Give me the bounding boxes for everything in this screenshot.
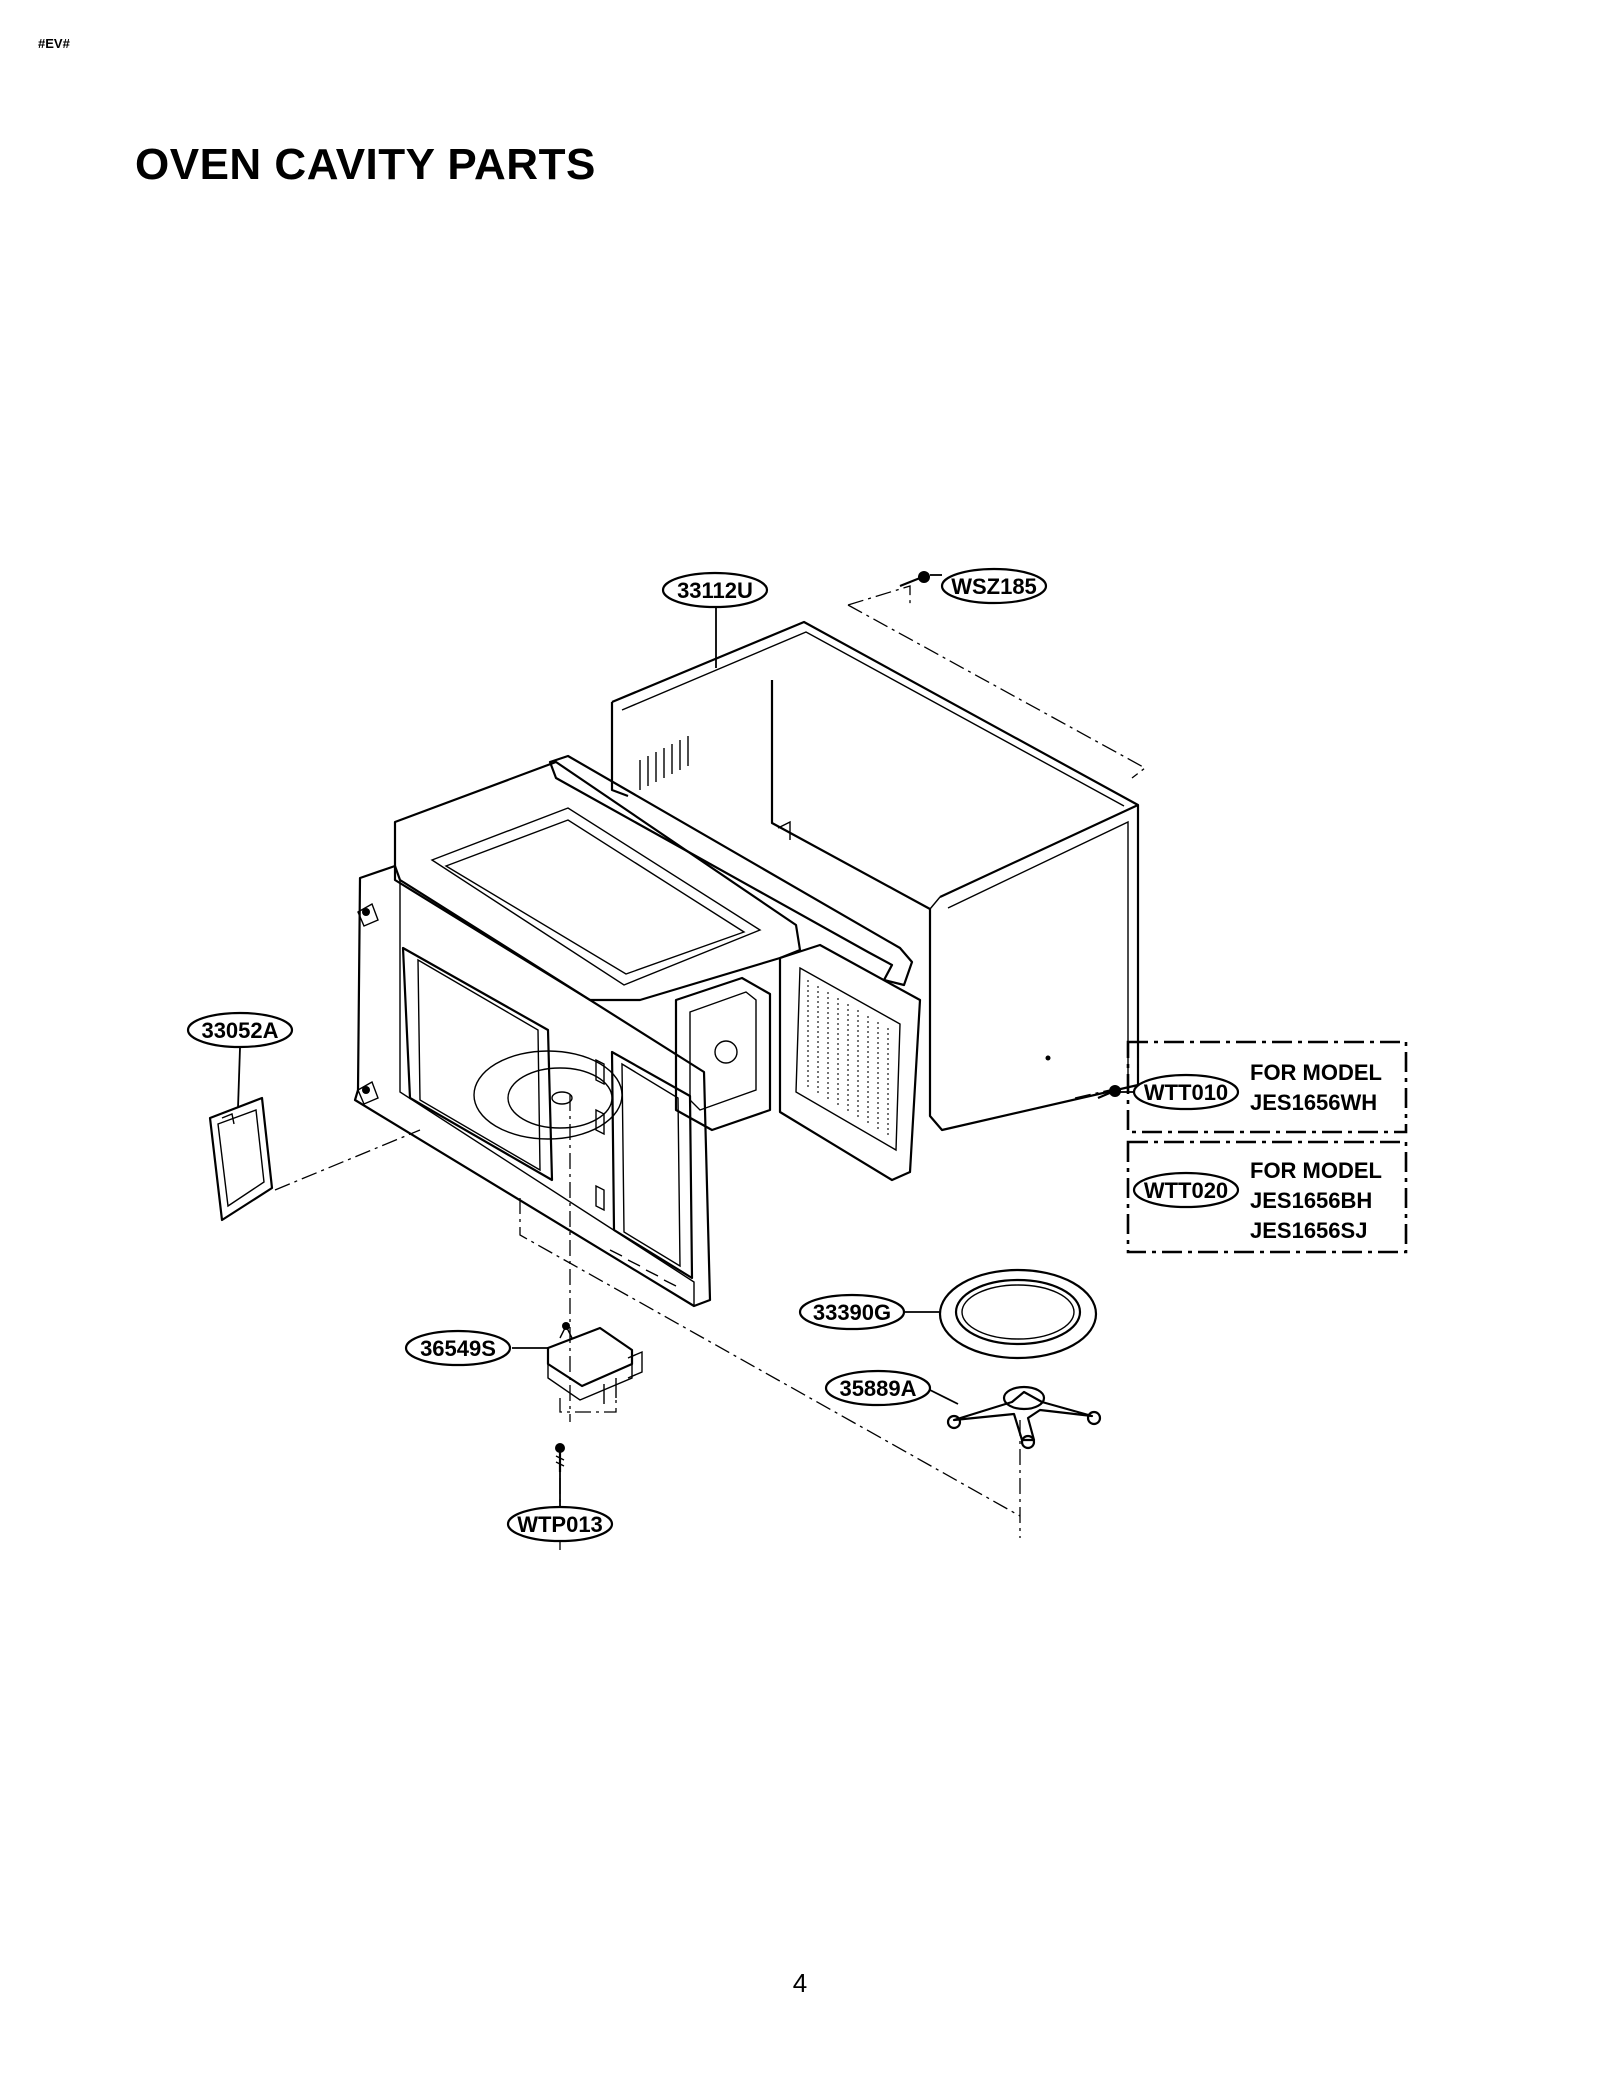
lamp-cover-drawing [208,1096,274,1222]
document-code: #EV# [38,36,70,51]
callout-33112U: 33112U [661,571,769,609]
callout-33390G: 33390G [798,1293,906,1331]
model-note-box-1: FOR MODEL JES1656WH [1126,1040,1408,1134]
part-number-35889A: 35889A [839,1376,916,1401]
part-number-WSZ185: WSZ185 [951,574,1037,599]
model-note-2-line1: FOR MODEL [1250,1158,1382,1183]
page-number: 4 [792,1968,808,1998]
part-number-33390G: 33390G [813,1300,891,1325]
oven-cavity-drawing [353,754,922,1308]
screw-wtp013-drawing [555,1443,565,1472]
part-number-WTP013: WTP013 [517,1512,603,1537]
part-number-WTT020: WTT020 [1144,1178,1228,1203]
glass-tray-drawing [938,1268,1098,1360]
model-note-1-line1: FOR MODEL [1250,1060,1382,1085]
part-number-33112U: 33112U [677,578,753,603]
part-number-WTT010: WTT010 [1144,1080,1228,1105]
roller-guide-drawing [946,1385,1102,1450]
turntable-motor-drawing [546,1322,643,1413]
callout-35889A: 35889A [824,1369,932,1407]
model-note-2-line3: JES1656SJ [1250,1218,1367,1243]
cabinet-vent-slots [639,736,689,790]
screw-wsz185-drawing [899,571,942,588]
outer-cabinet-drawing [610,620,1140,1132]
callout-WTT010: WTT010 [1132,1073,1240,1111]
callout-36549S: 36549S [404,1329,512,1367]
screw-wtt010-drawing [1097,1085,1121,1100]
callout-WTP013: WTP013 [506,1505,614,1543]
assembly-lines [274,585,1147,1550]
callout-33052A: 33052A [186,1011,294,1049]
callout-WTT020: WTT020 [1132,1171,1240,1209]
model-note-box-2: FOR MODEL JES1656BH JES1656SJ [1126,1140,1408,1254]
model-note-2-line2: JES1656BH [1250,1188,1372,1213]
callout-WSZ185: WSZ185 [940,567,1048,605]
part-number-33052A: 33052A [201,1018,278,1043]
page-title: OVEN CAVITY PARTS [135,140,596,189]
model-note-1-line2: JES1656WH [1250,1090,1377,1115]
part-number-36549S: 36549S [420,1336,496,1361]
